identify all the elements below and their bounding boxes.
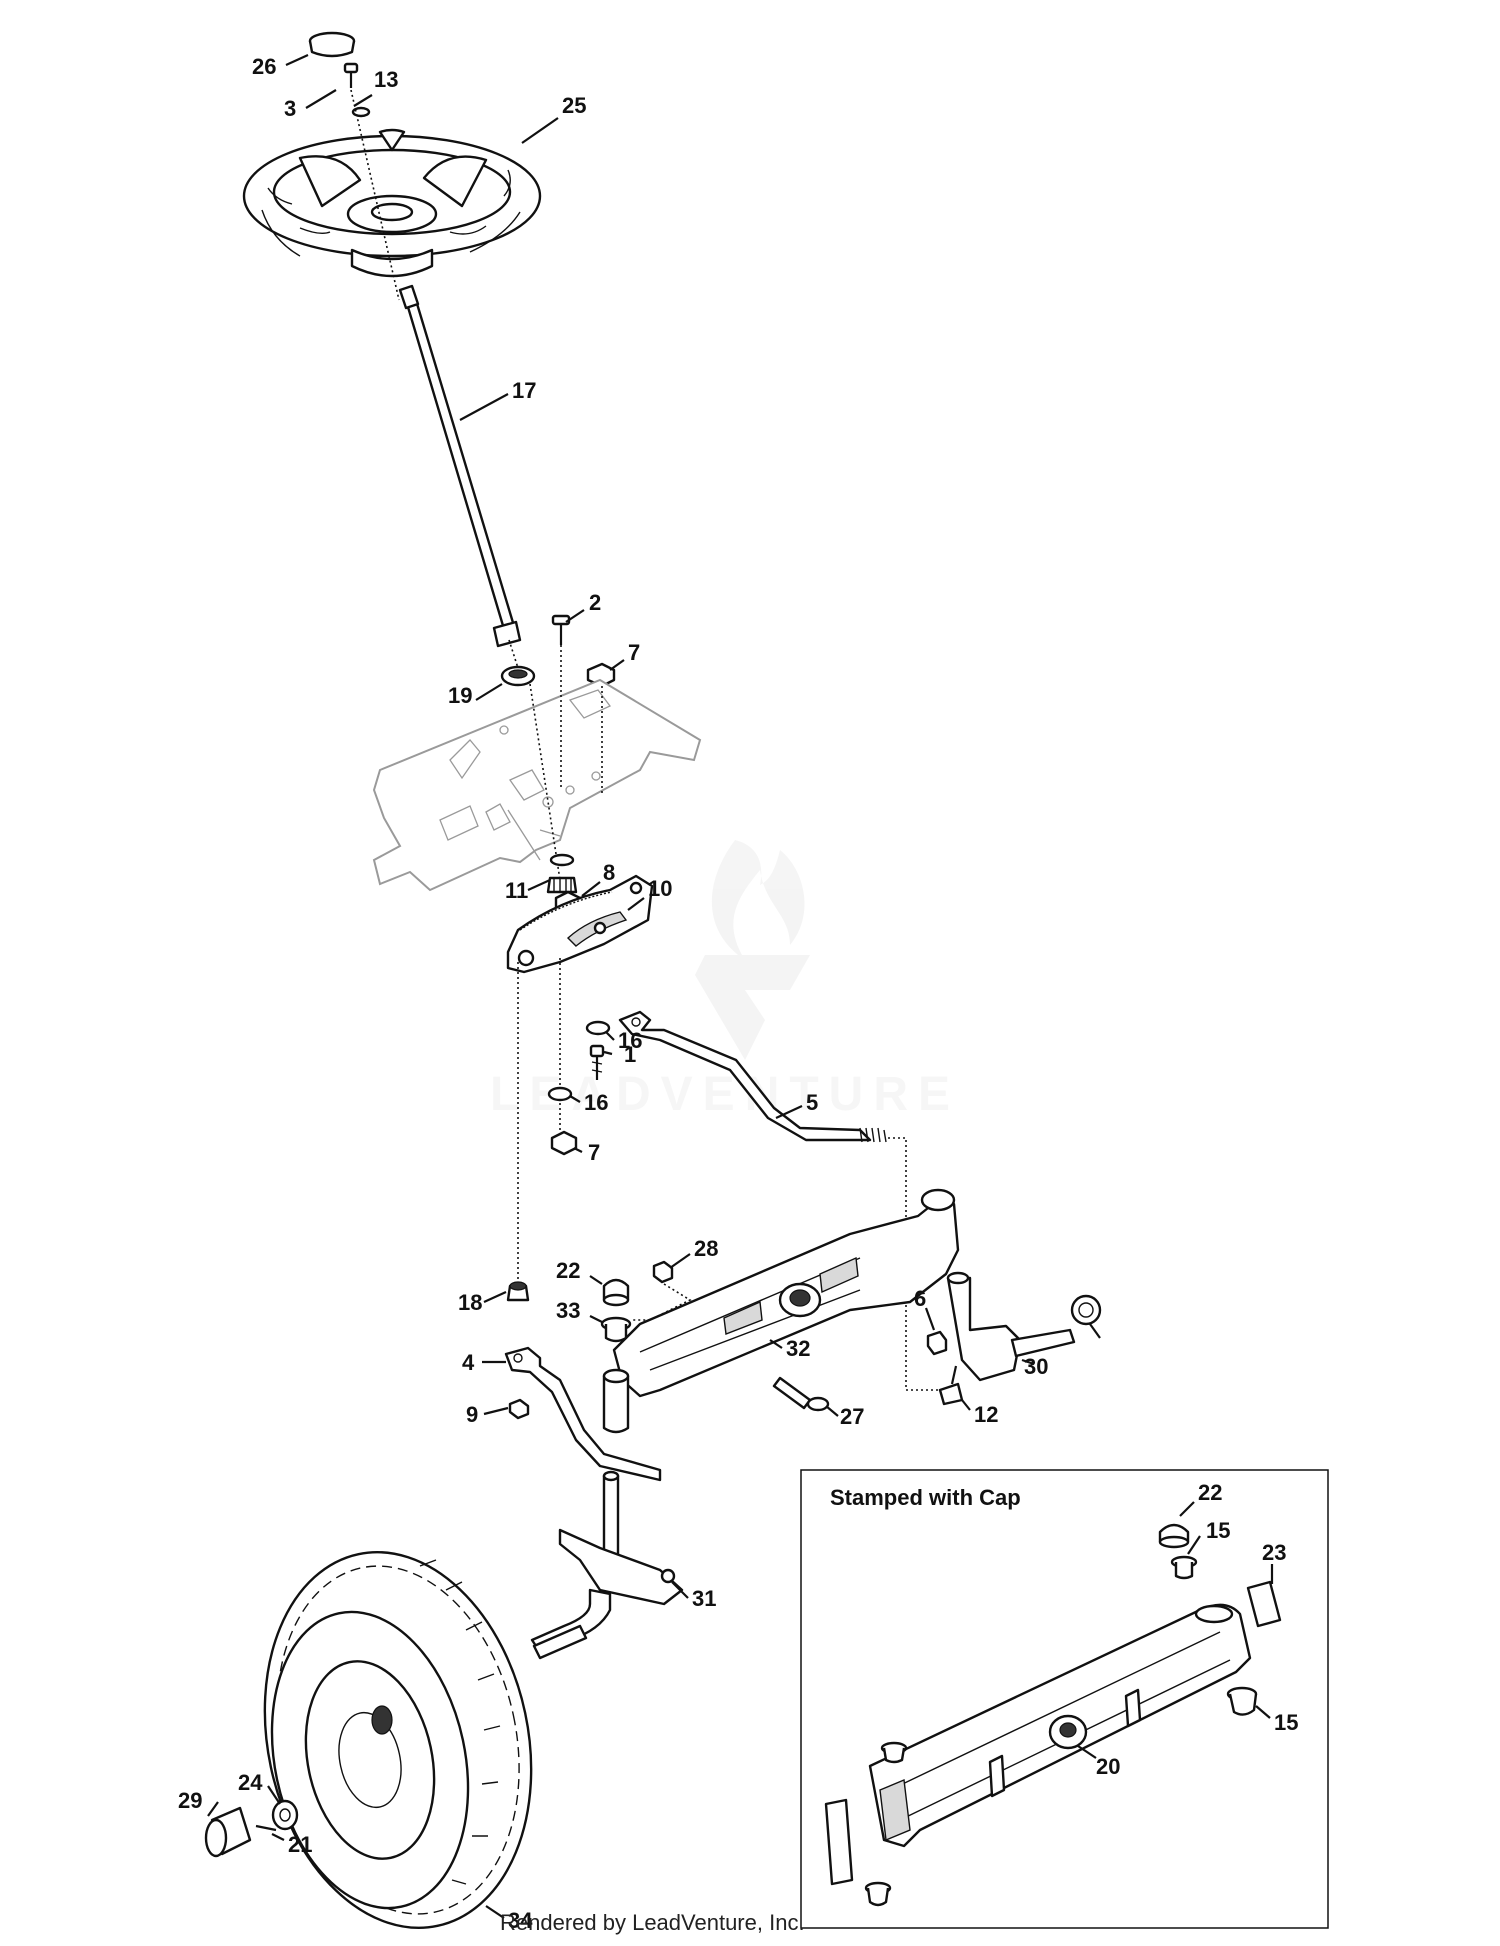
callout-11: 11 xyxy=(505,878,528,903)
callout-29: 29 xyxy=(178,1788,202,1813)
callout-1: 1 xyxy=(624,1042,636,1067)
callout-31: 31 xyxy=(692,1586,716,1611)
callout-28: 28 xyxy=(694,1236,718,1261)
ball-joint-part-12 xyxy=(938,1365,964,1406)
callout-5: 5 xyxy=(806,1090,818,1115)
callout-15-inset-bottom: 15 xyxy=(1274,1710,1298,1735)
pin-part-27 xyxy=(772,1376,830,1412)
callout-6: 6 xyxy=(914,1286,926,1311)
nut-part-7-bottom xyxy=(550,1130,578,1156)
tire-part-34 xyxy=(263,1550,533,1930)
inset-title: Stamped with Cap xyxy=(830,1485,1021,1510)
callout-7-top: 7 xyxy=(628,640,640,665)
spindle-part-30 xyxy=(946,1271,1102,1382)
cap-part-26 xyxy=(308,31,356,58)
inset-stamped-with-cap: Stamped with Cap xyxy=(800,1469,1329,1929)
callout-2: 2 xyxy=(589,590,601,615)
callout-23-inset: 23 xyxy=(1262,1540,1286,1565)
callout-7-bottom: 7 xyxy=(588,1140,600,1165)
callout-10: 10 xyxy=(648,876,672,901)
callout-30: 30 xyxy=(1024,1354,1048,1379)
callout-17: 17 xyxy=(512,378,536,403)
bearing-part-19 xyxy=(500,665,536,687)
callout-4: 4 xyxy=(462,1350,475,1375)
callout-20-inset: 20 xyxy=(1096,1754,1120,1779)
inset-cap-part-22 xyxy=(1158,1523,1190,1549)
tie-rod-part-4 xyxy=(504,1346,662,1482)
pinion-gear-part-11 xyxy=(546,853,578,894)
callout-34: 34 xyxy=(508,1908,533,1933)
spacer-part-16-bottom xyxy=(547,1086,573,1102)
assembly-line xyxy=(350,89,400,301)
front-axle-part-32 xyxy=(602,1188,960,1434)
callout-15-inset-top: 15 xyxy=(1206,1518,1230,1543)
spacer-part-16-top xyxy=(585,1020,611,1036)
callout-13: 13 xyxy=(374,67,398,92)
callout-26: 26 xyxy=(252,54,276,79)
inset-bushing-left-top xyxy=(880,1741,908,1764)
callout-12: 12 xyxy=(974,1402,998,1427)
assembly-line xyxy=(529,683,561,881)
callout-9: 9 xyxy=(466,1402,478,1427)
callout-22: 22 xyxy=(556,1258,580,1283)
washer-part-24 xyxy=(271,1799,299,1831)
assembly-line xyxy=(632,1283,692,1321)
callout-25: 25 xyxy=(562,93,586,118)
washer-part-13 xyxy=(351,106,371,118)
spindle-part-31 xyxy=(530,1470,684,1660)
leader-lines xyxy=(207,53,1274,1919)
sector-gear-part-10 xyxy=(506,874,654,974)
hubcap-part-29 xyxy=(204,1806,252,1858)
inset-bushing-part-15-bottom xyxy=(1226,1686,1258,1716)
frame-plate xyxy=(372,678,702,892)
screw-part-3 xyxy=(343,62,359,88)
nut-part-7-top xyxy=(586,662,616,688)
callout-22-inset: 22 xyxy=(1198,1480,1222,1505)
assembly-line xyxy=(888,1137,940,1391)
callout-3: 3 xyxy=(284,96,296,121)
assembly-line xyxy=(508,639,519,669)
callout-24: 24 xyxy=(238,1770,263,1795)
nut-part-9 xyxy=(508,1398,530,1420)
inset-bushing-left-bottom xyxy=(864,1881,892,1907)
callout-16-bottom: 16 xyxy=(584,1090,608,1115)
callout-32: 32 xyxy=(786,1336,810,1361)
footer-credit: Rendered by LeadVenture, Inc. xyxy=(500,1910,805,1935)
inset-bushing-part-15-top xyxy=(1170,1555,1198,1580)
pin-part-21 xyxy=(255,1824,277,1832)
nut-part-28 xyxy=(652,1260,674,1284)
callout-18: 18 xyxy=(458,1290,482,1315)
callout-21: 21 xyxy=(288,1832,312,1857)
bolt-part-1 xyxy=(589,1044,605,1080)
inset-sleeve-left xyxy=(824,1798,854,1886)
callout-8: 8 xyxy=(603,860,615,885)
callout-16-top: 16 xyxy=(618,1028,642,1053)
bushing-part-33 xyxy=(600,1316,632,1343)
cap-part-22 xyxy=(602,1278,630,1307)
steering-shaft-part-17 xyxy=(398,284,522,648)
nut-part-6 xyxy=(926,1330,948,1356)
callout-labels: 26 3 13 25 17 2 7 19 11 8 10 16 1 16 7 5… xyxy=(178,54,1298,1933)
callout-33: 33 xyxy=(556,1298,580,1323)
inset-sleeve-part-23 xyxy=(1246,1580,1282,1628)
inset-axle-part-20 xyxy=(868,1603,1252,1848)
steering-wheel-part-25 xyxy=(242,128,542,278)
bushing-part-18 xyxy=(506,1281,530,1302)
callout-19: 19 xyxy=(448,683,472,708)
callout-27: 27 xyxy=(840,1404,864,1429)
drag-link-part-5 xyxy=(618,1010,887,1143)
